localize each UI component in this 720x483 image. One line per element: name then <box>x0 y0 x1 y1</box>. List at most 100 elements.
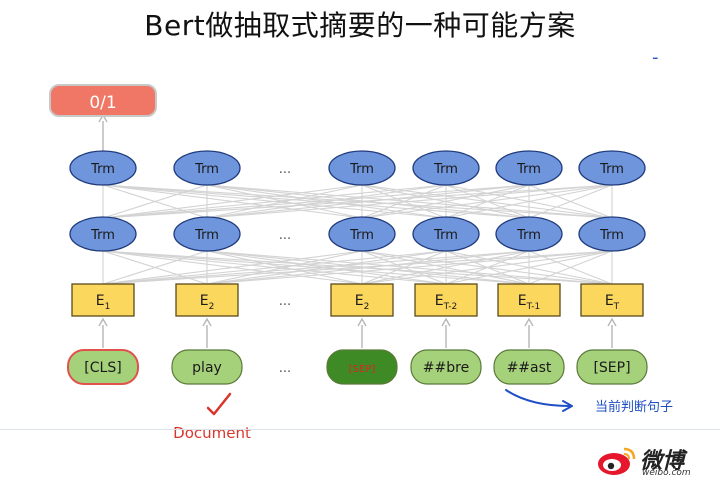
connection-line <box>206 184 613 219</box>
corner-mark: - <box>652 47 659 68</box>
connection-line <box>102 250 613 285</box>
token-label: [CLS] <box>84 360 121 376</box>
footer-divider <box>0 429 720 430</box>
current-sentence-annotation: 当前判断句子 <box>595 399 673 415</box>
trm-label: Trm <box>90 162 115 177</box>
connection-line <box>206 184 447 219</box>
embedding-node <box>497 283 561 317</box>
ellipsis: ... <box>279 162 291 177</box>
connection-line <box>102 250 447 285</box>
trm-label: Trm <box>433 162 458 177</box>
ellipsis: ... <box>279 361 291 376</box>
connection-line <box>528 184 613 219</box>
connection-line <box>102 250 208 285</box>
trm-node <box>578 150 646 186</box>
trm-label: Trm <box>349 162 374 177</box>
output-node <box>49 84 157 117</box>
connection-line <box>102 184 208 219</box>
embedding-label: ET <box>605 293 620 312</box>
trm-label: Trm <box>433 228 458 243</box>
connection-line <box>361 250 613 285</box>
output-label: 0/1 <box>89 93 116 113</box>
token-node <box>67 349 139 385</box>
connection-line <box>102 184 530 219</box>
current-sentence-arrow <box>505 389 571 407</box>
trm-label: Trm <box>516 162 541 177</box>
ellipsis: ... <box>279 294 291 309</box>
connection-line <box>102 184 363 219</box>
token-to-embedding-arrow-head <box>202 317 212 327</box>
token-node <box>171 349 243 385</box>
connection-line <box>361 250 530 285</box>
connection-line <box>102 250 530 285</box>
connection-line <box>206 184 363 219</box>
connection-line <box>361 184 530 219</box>
token-to-embedding-arrow-head <box>441 317 451 327</box>
connection-line <box>206 250 530 285</box>
embedding-node <box>580 283 644 317</box>
trm-label: Trm <box>194 162 219 177</box>
embedding-label: ET-2 <box>435 293 458 312</box>
connection-line <box>206 250 613 285</box>
trm-label: Trm <box>90 228 115 243</box>
trm-node <box>578 216 646 252</box>
trm-node <box>495 216 563 252</box>
token-label: play <box>192 360 222 376</box>
connection-line <box>102 184 613 219</box>
weibo-domain: weibo.com <box>642 468 691 478</box>
embedding-label: E2 <box>200 293 215 312</box>
weibo-logo-icon <box>598 447 636 475</box>
connection-line <box>206 250 447 285</box>
annotations: Document 当前判断句子 <box>173 389 673 442</box>
trm-node <box>495 150 563 186</box>
trm-node <box>412 216 480 252</box>
page-title: Bert做抽取式摘要的一种可能方案 <box>144 9 576 42</box>
current-sentence-arrow-head <box>562 400 573 412</box>
embedding-node <box>330 283 394 317</box>
token-label: [SEP] <box>593 360 630 376</box>
trm-label: Trm <box>194 228 219 243</box>
token-label: [SEP] <box>349 364 376 375</box>
weibo-brand: 微博 <box>640 448 685 474</box>
token-node <box>493 349 565 385</box>
embedding-node <box>71 283 135 317</box>
trm-label: Trm <box>599 162 624 177</box>
embedding-node <box>175 283 239 317</box>
trm-node <box>173 150 241 186</box>
connection-line <box>445 250 613 285</box>
trm-label: Trm <box>599 228 624 243</box>
connection-line <box>102 250 363 285</box>
weibo-watermark: 微博 weibo.com <box>596 443 706 479</box>
token-node <box>410 349 482 385</box>
trm-node <box>173 216 241 252</box>
token-label: ##bre <box>423 360 469 376</box>
token-to-embedding-arrow-head <box>607 317 617 327</box>
connection-line <box>102 184 447 219</box>
embedding-label: E2 <box>355 293 370 312</box>
trm-node <box>412 150 480 186</box>
embedding-node <box>414 283 478 317</box>
embedding-label: ET-1 <box>518 293 541 312</box>
ellipsis: ... <box>279 228 291 243</box>
trm-node <box>69 216 137 252</box>
connection-line <box>445 184 613 219</box>
embedding-label: E1 <box>96 293 111 312</box>
token-label: ##ast <box>507 360 552 376</box>
token-to-embedding-arrow-head <box>98 317 108 327</box>
connection-lines <box>98 113 617 348</box>
trm-label: Trm <box>516 228 541 243</box>
trm-node <box>69 150 137 186</box>
trm-node <box>328 216 396 252</box>
trm-node <box>328 150 396 186</box>
token-node <box>326 349 398 385</box>
connection-line <box>206 184 530 219</box>
token-node <box>576 349 648 385</box>
token-to-embedding-arrow-head <box>524 317 534 327</box>
token-to-embedding-arrow-head <box>357 317 367 327</box>
trm-label: Trm <box>349 228 374 243</box>
document-check-mark <box>206 392 232 416</box>
connection-line <box>206 250 363 285</box>
document-annotation: Document <box>173 424 251 442</box>
